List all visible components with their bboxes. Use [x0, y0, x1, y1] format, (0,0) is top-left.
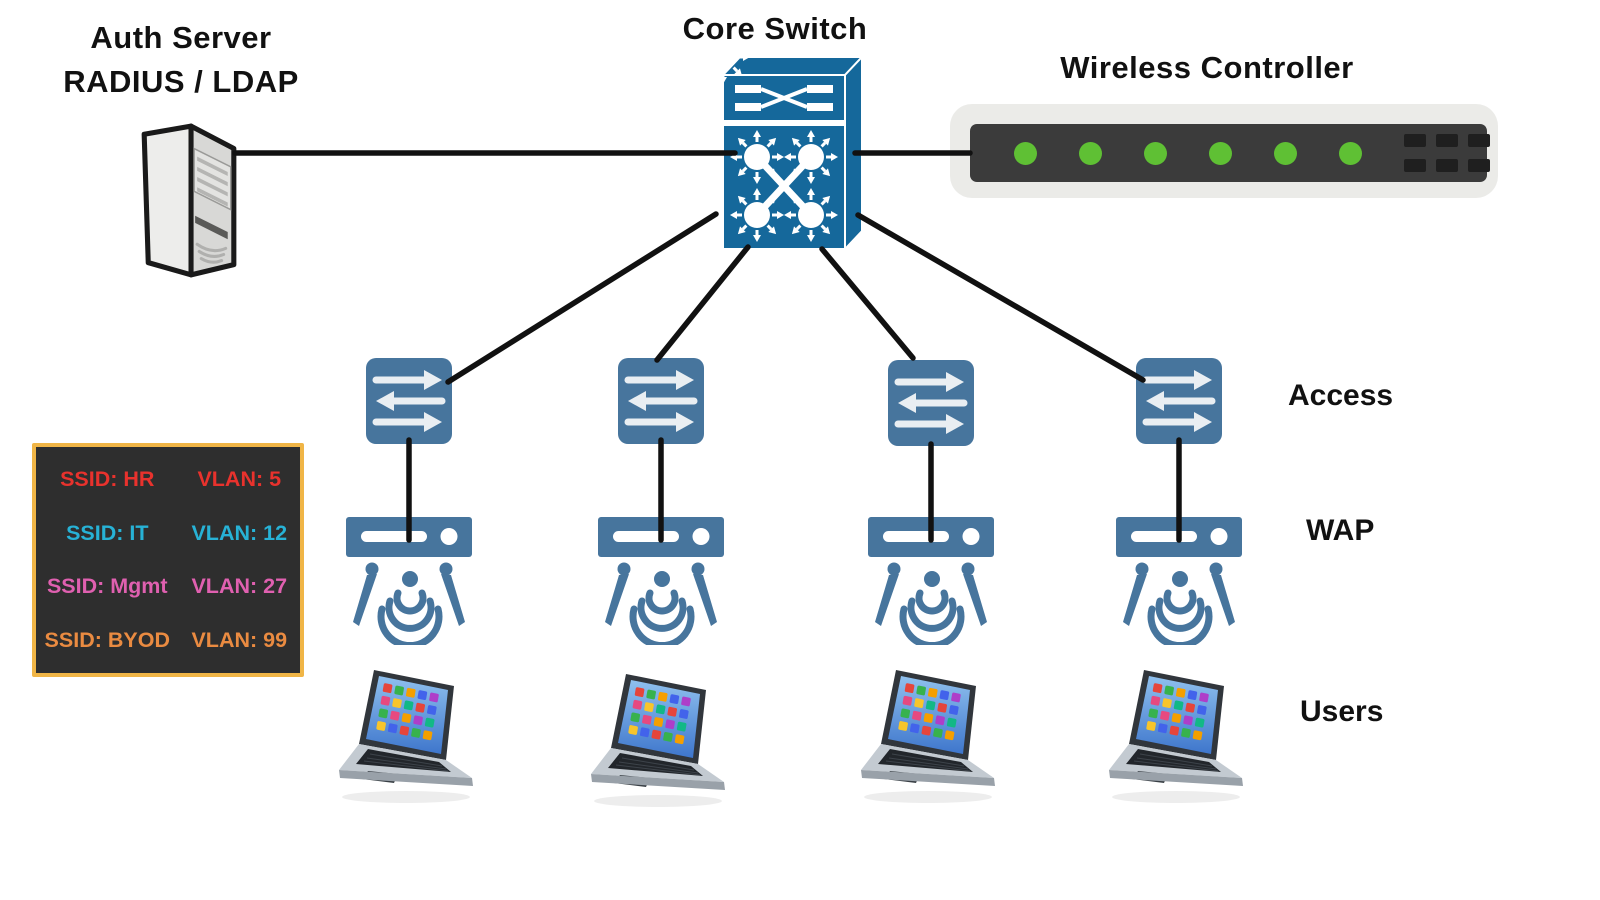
core-switch-icon [696, 30, 865, 252]
ethernet-port [1404, 159, 1426, 172]
wireless-controller-node [950, 104, 1498, 198]
access-row-label: Access [1288, 379, 1394, 412]
auth-server-label-line2: RADIUS / LDAP [63, 64, 299, 99]
switch-icon [888, 360, 974, 446]
wireless-controller-chassis [970, 124, 1490, 182]
ssid-label: SSID: Mgmt [46, 574, 168, 599]
wap-4 [1114, 505, 1244, 650]
ssid-row-hr: SSID: HR VLAN: 5 [36, 467, 300, 492]
wap-1 [344, 505, 474, 650]
ethernet-port [1468, 134, 1490, 147]
auth-server-node [138, 120, 240, 288]
auth-server-label-line1: Auth Server [90, 20, 272, 55]
switch-icon [1136, 358, 1222, 444]
ssid-row-byod: SSID: BYOD VLAN: 99 [36, 628, 300, 653]
led-indicator [1339, 141, 1362, 165]
switch-icon [618, 358, 704, 444]
users-row-label: Users [1300, 695, 1384, 728]
laptop-icon [1104, 668, 1254, 808]
port-block [1404, 134, 1490, 172]
edge-core-switch-to-access-switch-2 [654, 244, 751, 363]
laptop-icon [856, 668, 1006, 808]
ethernet-port [1404, 134, 1426, 147]
wap-row-label: WAP [1306, 514, 1375, 547]
user-laptop-4 [1104, 668, 1254, 813]
ssid-vlan-panel: SSID: HR VLAN: 5 SSID: IT VLAN: 12 SSID:… [32, 443, 304, 677]
wap-3 [866, 505, 996, 650]
access-switch-3 [888, 360, 974, 451]
wap-icon [344, 505, 474, 645]
vlan-label: VLAN: 5 [197, 467, 282, 492]
core-switch-node [696, 30, 865, 254]
edge-core-switch-to-access-switch-4 [855, 212, 1146, 383]
wap-icon [596, 505, 726, 645]
ssid-row-it: SSID: IT VLAN: 12 [36, 521, 300, 546]
vlan-label: VLAN: 12 [191, 520, 288, 545]
access-switch-2 [618, 358, 704, 449]
core-switch-label: Core Switch [682, 11, 868, 46]
led-indicator [1144, 141, 1167, 165]
vlan-label: VLAN: 99 [191, 627, 288, 652]
ssid-label: SSID: IT [66, 520, 149, 545]
user-laptop-1 [334, 668, 484, 813]
ssid-row-mgmt: SSID: Mgmt VLAN: 27 [36, 574, 300, 599]
switch-icon [366, 358, 452, 444]
user-laptop-2 [586, 672, 736, 817]
ssid-label: SSID: BYOD [44, 627, 170, 652]
access-switch-4 [1136, 358, 1222, 449]
edge-core-switch-to-access-switch-3 [819, 246, 916, 361]
ssid-label: SSID: HR [60, 467, 155, 492]
led-indicator [1079, 141, 1102, 165]
edge-core-switch-to-access-switch-1 [445, 211, 719, 385]
ethernet-port [1468, 159, 1490, 172]
vlan-label: VLAN: 27 [191, 574, 288, 599]
wap-2 [596, 505, 726, 650]
led-indicator [1274, 141, 1297, 165]
ethernet-port [1436, 159, 1458, 172]
server-tower-icon [138, 120, 240, 283]
access-switch-1 [366, 358, 452, 449]
wap-icon [1114, 505, 1244, 645]
led-indicator [1014, 141, 1037, 165]
led-indicator [1209, 141, 1232, 165]
wap-icon [866, 505, 996, 645]
laptop-icon [334, 668, 484, 808]
laptop-icon [586, 672, 736, 812]
user-laptop-3 [856, 668, 1006, 813]
wireless-controller-label: Wireless Controller [1060, 50, 1354, 85]
ethernet-port [1436, 134, 1458, 147]
